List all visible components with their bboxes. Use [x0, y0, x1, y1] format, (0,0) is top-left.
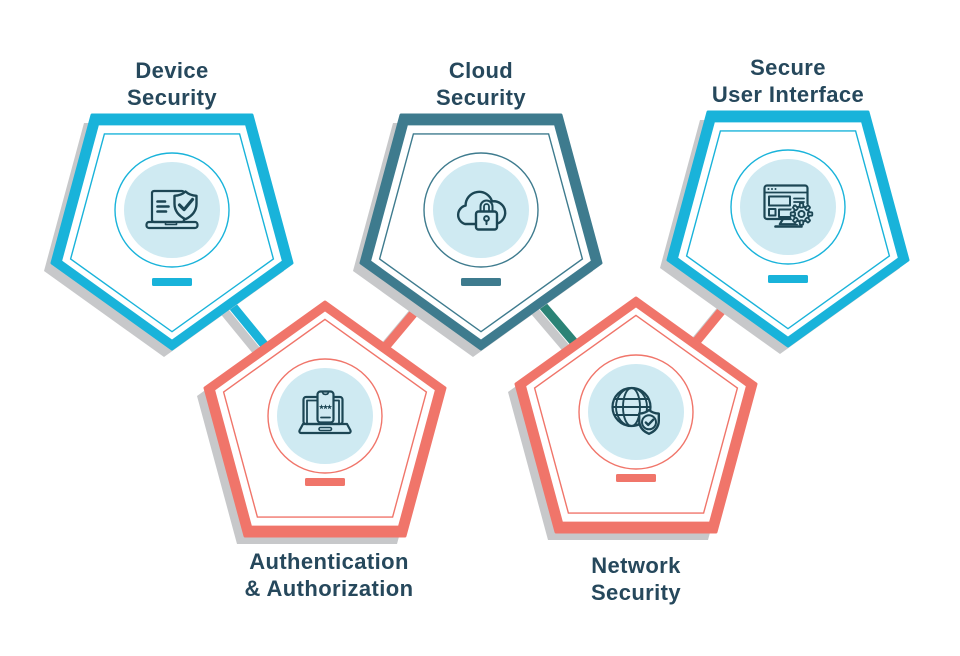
label-line: Secure [750, 55, 826, 80]
node-label-authentication-authorization: Authentication & Authorization [245, 548, 414, 602]
icon-circle [588, 364, 684, 460]
accent-dash [616, 474, 656, 482]
label-line: User Interface [711, 82, 865, 107]
label-line: Security [126, 85, 218, 110]
cloud-lock-icon [456, 190, 507, 231]
icon-ring [730, 149, 846, 265]
icon-ring [267, 358, 383, 474]
pentagon-inner-outline [378, 133, 584, 333]
icon-circle [124, 162, 220, 258]
pentagon-cloud-security [353, 113, 603, 357]
icon-ring [114, 152, 230, 268]
node-label-cloud-security: Cloud Security [436, 57, 526, 111]
pentagon-inner-outline [533, 314, 739, 514]
node-label-network-security: Network Security [591, 552, 681, 606]
label-line: Network [591, 553, 681, 578]
browser-gear-icon [763, 184, 814, 228]
pentagon-secure-user-interface [660, 110, 910, 354]
laptop-shield-icon [145, 189, 199, 230]
icon-circle [740, 159, 836, 255]
label-line: Authentication [249, 549, 409, 574]
icon-ring [423, 152, 539, 268]
pentagon-authentication-authorization [197, 300, 447, 544]
pentagon-network-security [508, 296, 758, 540]
laptop-password-icon [298, 390, 352, 435]
icon-ring [578, 354, 694, 470]
label-line: Cloud [448, 58, 514, 83]
label-line: Device [135, 58, 209, 83]
node-label-secure-user-interface: Secure User Interface [712, 54, 864, 108]
pentagon-device-security [44, 113, 294, 357]
accent-dash [461, 278, 501, 286]
pentagon-inner-outline [685, 130, 891, 330]
accent-dash [768, 275, 808, 283]
label-line: Security [435, 85, 527, 110]
pentagon-inner-outline [222, 318, 428, 518]
label-line: & Authorization [244, 576, 414, 601]
gear-icon [789, 202, 814, 226]
accent-dash [152, 278, 192, 286]
globe-shield-icon [611, 386, 660, 435]
label-line: Security [590, 580, 682, 605]
node-label-device-security: Device Security [127, 57, 217, 111]
accent-dash [305, 478, 345, 486]
pentagon-inner-outline [69, 133, 275, 333]
